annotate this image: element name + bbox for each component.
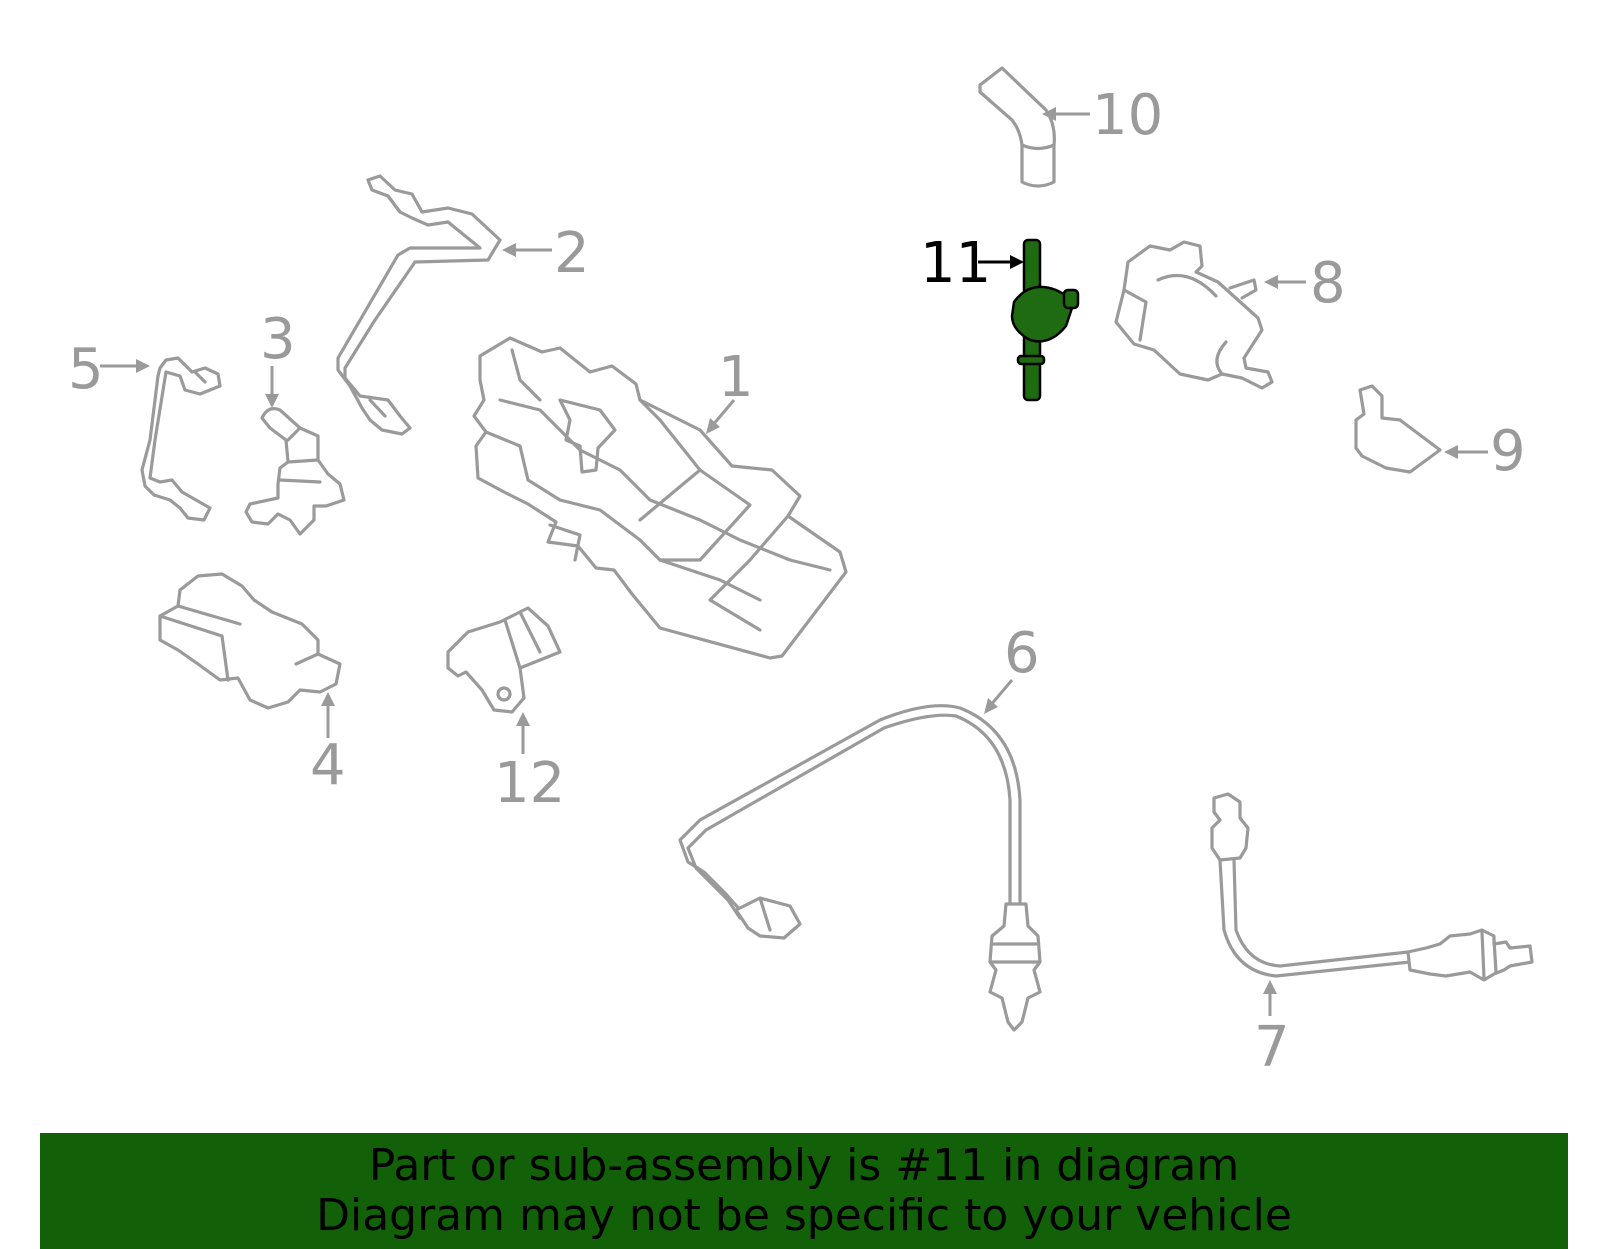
callout-1[interactable]: 1: [718, 345, 754, 410]
part-2-tube: [336, 174, 502, 436]
callout-8[interactable]: 8: [1310, 251, 1346, 316]
callout-9[interactable]: 9: [1490, 419, 1526, 484]
callout-10[interactable]: 10: [1092, 83, 1163, 148]
callout-4[interactable]: 4: [310, 733, 346, 798]
part-6-o2-sensor: [678, 704, 1042, 1032]
callout-11-highlighted[interactable]: 11: [920, 231, 991, 296]
banner-line-part-number: Part or sub-assembly is #11 in diagram: [368, 1140, 1240, 1191]
callout-arrow-11: [978, 255, 1024, 269]
part-8-pump: [1114, 240, 1274, 390]
part-10-hose: [978, 66, 1056, 188]
part-7-o2-sensor: [1210, 792, 1534, 982]
callout-arrows: [100, 107, 1488, 1016]
part-4-actuator: [158, 572, 342, 710]
callout-7[interactable]: 7: [1254, 1015, 1290, 1080]
callout-6[interactable]: 6: [1004, 621, 1040, 686]
part-12-sensor: [446, 606, 562, 714]
part-11-valve-highlighted[interactable]: [1010, 238, 1080, 402]
callout-3[interactable]: 3: [260, 307, 296, 372]
callout-12[interactable]: 12: [494, 751, 565, 816]
banner-line-disclaimer: Diagram may not be specific to your vehi…: [316, 1190, 1292, 1241]
callout-2[interactable]: 2: [554, 221, 590, 286]
part-1-bracket: [472, 336, 848, 660]
part-9-bracket: [1354, 384, 1442, 474]
part-3-valve: [244, 407, 346, 536]
info-banner: Part or sub-assembly is #11 in diagram D…: [40, 1133, 1568, 1249]
part-5-sensor: [140, 356, 222, 522]
callout-5[interactable]: 5: [68, 337, 104, 402]
